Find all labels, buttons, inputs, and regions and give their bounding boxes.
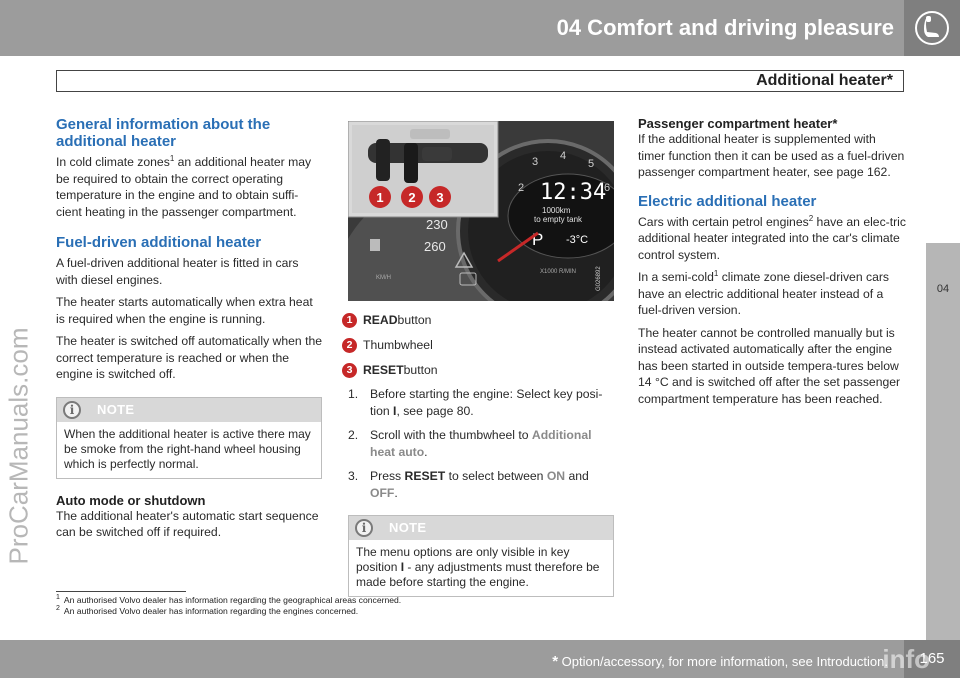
chapter-header-bar: 04 Comfort and driving pleasure — [0, 0, 960, 56]
legend-item-reset: 3 RESET button — [342, 361, 614, 380]
legend-item-thumbwheel: 2 Thumbwheel — [342, 336, 614, 355]
figure-clock: 12:34 — [540, 180, 606, 205]
figure-range: 1000km — [542, 206, 571, 215]
section-title: Additional heater* — [756, 72, 893, 89]
note-label: NOTE — [389, 520, 427, 535]
note-text: When the additional heater is active the… — [64, 426, 311, 471]
section-banner: Additional heater* — [56, 70, 904, 92]
figure-callout-2: 2 — [408, 190, 415, 205]
column-left: General information about the additional… — [56, 116, 322, 547]
column-right: Passenger compartment heater* If the add… — [638, 116, 906, 413]
figure-code: G026892 — [596, 266, 602, 291]
paragraph-manual-control: The heater cannot be controlled manually… — [638, 325, 901, 406]
paragraph-passenger-heater: If the additional heater is supplemented… — [638, 132, 905, 179]
footer-watermark: info — [882, 644, 930, 674]
chapter-side-tab-label: 04 — [936, 283, 950, 295]
footnote-ref: 1 — [169, 153, 175, 163]
menu-option-on: ON — [546, 469, 566, 483]
footnote-divider — [56, 591, 186, 592]
paragraph-auto-off: The heater is switched off automatically… — [56, 334, 323, 381]
rpm-digit-6: 6 — [604, 182, 610, 194]
seat-icon — [915, 11, 949, 45]
rpm-digit-4: 4 — [560, 150, 566, 162]
figure-temp: -3°C — [566, 234, 588, 246]
step-3: 3.Press RESET to select between ON and O… — [348, 469, 589, 500]
note-box-menu: i NOTE The menu options are only visible… — [348, 515, 614, 597]
chapter-side-tab: 04 — [926, 243, 960, 643]
figure-range-label: to empty tank — [534, 215, 583, 224]
heading-electric-heater: Electric additional heater — [638, 192, 817, 210]
heading-fuel-driven: Fuel-driven additional heater — [56, 234, 262, 251]
callout-badge-2: 2 — [342, 338, 357, 353]
page-number-box: 165 — [904, 640, 960, 678]
chapter-title: 04 Comfort and driving pleasure — [556, 15, 894, 40]
paragraph-auto-mode: The additional heater's automatic start … — [56, 508, 319, 540]
legend-item-read: 1 READ button — [342, 311, 614, 330]
note-box: i NOTE When the additional heater is act… — [56, 396, 322, 479]
speed-unit: KM/H — [376, 275, 391, 281]
page-number: 165 — [919, 650, 945, 667]
paragraph-fuel-driven: A fuel-driven additional heater is fitte… — [56, 256, 299, 287]
legend-thumbwheel-label: Thumbwheel — [363, 338, 433, 353]
rpm-digit-5: 5 — [588, 158, 594, 170]
column-middle: 1 2 3 2 3 4 5 6 12:34 1000km to empty ta… — [342, 121, 614, 611]
chapter-icon-box — [904, 0, 960, 56]
note-label: NOTE — [97, 401, 135, 417]
callout-badge-1: 1 — [342, 313, 357, 328]
heading-auto-mode: Auto mode or shutdown — [56, 492, 206, 508]
rpm-digit-3: 3 — [532, 156, 538, 168]
paragraph-petrol-engines: Cars with certain petrol engines2 have a… — [638, 213, 906, 262]
menu-option-additional-heat-auto: Additional heat auto — [370, 428, 592, 459]
speed-230: 230 — [426, 217, 448, 232]
side-watermark: ProCarManuals.com — [2, 226, 36, 666]
info-icon: i — [63, 400, 81, 419]
step-2: 2.Scroll with the thumbwheel to Addition… — [348, 428, 592, 459]
note-header: i NOTE — [57, 397, 321, 422]
callout-badge-3: 3 — [342, 363, 357, 378]
steps-list: 1.Before starting the engine: Select key… — [348, 386, 614, 501]
figure-gear: P — [532, 230, 543, 249]
note-header: i NOTE — [349, 516, 613, 540]
speed-260: 260 — [424, 239, 446, 254]
paragraph-cold-climate: In cold climate zones1 an additional hea… — [56, 153, 312, 219]
figure-callout-1: 1 — [376, 190, 383, 205]
heading-general-info: General information about the additional… — [56, 116, 271, 150]
info-icon: i — [355, 519, 373, 537]
note-text: The menu options are only visible in key… — [356, 545, 600, 589]
legend-reset-label: RESET — [363, 363, 404, 378]
rpm-digit-2: 2 — [518, 182, 524, 194]
instrument-cluster-figure: 1 2 3 2 3 4 5 6 12:34 1000km to empty ta… — [348, 121, 614, 301]
rpm-unit: X1000 R/MIN — [540, 269, 576, 275]
heading-passenger-heater: Passenger compartment heater* — [638, 116, 838, 131]
instrument-cluster-illustration: 1 2 3 2 3 4 5 6 12:34 1000km to empty ta… — [348, 121, 614, 301]
footnote-ref: 1 — [713, 268, 719, 278]
footer-bar: * Option/accessory, for more information… — [0, 640, 960, 678]
menu-option-off: OFF — [370, 485, 395, 500]
legend-read-label: READ — [363, 313, 398, 328]
paragraph-semi-cold: In a semi-cold1 climate zone diesel-driv… — [638, 268, 890, 317]
watermark-text: ProCarManuals.com — [3, 327, 34, 565]
footer-text: * Option/accessory, for more information… — [552, 653, 888, 670]
step-1: 1.Before starting the engine: Select key… — [348, 387, 603, 418]
footnote-ref: 2 — [808, 213, 814, 223]
figure-callout-3: 3 — [436, 190, 443, 205]
paragraph-auto-start: The heater starts automatically when ext… — [56, 295, 313, 326]
